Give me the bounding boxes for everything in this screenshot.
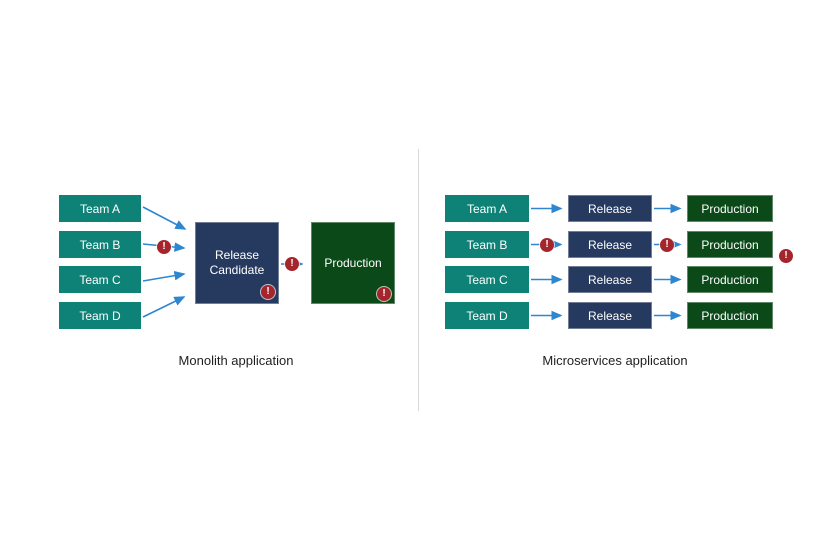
monolith-team-a-label: Team A <box>79 201 121 216</box>
release-candidate-line1: Release <box>214 248 260 262</box>
section-divider <box>418 149 419 411</box>
microservices-release-c-box: Release <box>568 266 652 293</box>
monolith-team-a-box: Team A <box>59 195 141 222</box>
microservices-team-d-label: Team D <box>466 308 508 323</box>
microservices-team-d-box: Team D <box>445 302 529 329</box>
arrow-team-a-to-release-candidate <box>142 206 187 230</box>
microservices-caption: Microservices application <box>542 353 688 368</box>
monolith-team-d-box: Team D <box>59 302 141 329</box>
microservices-production-a-label: Production <box>701 201 759 216</box>
warning-icon: ! <box>285 257 299 271</box>
microservices-team-b-box: Team B <box>445 231 529 258</box>
warning-icon: ! <box>377 287 391 301</box>
arrow-team-d-to-release-candidate <box>142 296 186 318</box>
microservices-release-b-box: Release <box>568 231 652 258</box>
arrow-team-c-to-release-candidate <box>142 270 186 282</box>
microservices-release-c-label: Release <box>587 272 633 287</box>
microservices-release-a-box: Release <box>568 195 652 222</box>
monolith-team-c-label: Team C <box>79 272 121 287</box>
release-candidate-label: Release Candidate <box>210 248 265 278</box>
monolith-team-d-label: Team D <box>79 308 121 323</box>
microservices-production-d-label: Production <box>701 308 759 323</box>
monolith-team-b-label: Team B <box>79 237 121 252</box>
warning-icon: ! <box>540 238 554 252</box>
microservices-release-b-label: Release <box>587 237 633 252</box>
monolith-caption: Monolith application <box>178 353 294 368</box>
release-candidate-line2: Candidate <box>209 263 265 277</box>
microservices-team-a-box: Team A <box>445 195 529 222</box>
microservices-release-d-box: Release <box>568 302 652 329</box>
microservices-release-d-label: Release <box>587 308 633 323</box>
warning-icon: ! <box>261 285 275 299</box>
warning-icon: ! <box>157 240 171 254</box>
microservices-team-a-label: Team A <box>466 201 508 216</box>
microservices-team-c-label: Team C <box>466 272 508 287</box>
microservices-production-a-box: Production <box>687 195 773 222</box>
microservices-release-a-label: Release <box>587 201 633 216</box>
microservices-production-b-label: Production <box>701 237 759 252</box>
warning-icon: ! <box>660 238 674 252</box>
microservices-team-b-label: Team B <box>466 237 508 252</box>
microservices-production-c-box: Production <box>687 266 773 293</box>
monolith-production-label: Production <box>324 255 382 270</box>
monolith-team-c-box: Team C <box>59 266 141 293</box>
microservices-production-d-box: Production <box>687 302 773 329</box>
warning-icon: ! <box>779 249 793 263</box>
release-candidate-box: Release Candidate <box>195 222 279 304</box>
microservices-production-c-label: Production <box>701 272 759 287</box>
monolith-team-b-box: Team B <box>59 231 141 258</box>
microservices-team-c-box: Team C <box>445 266 529 293</box>
microservices-production-b-box: Production <box>687 231 773 258</box>
